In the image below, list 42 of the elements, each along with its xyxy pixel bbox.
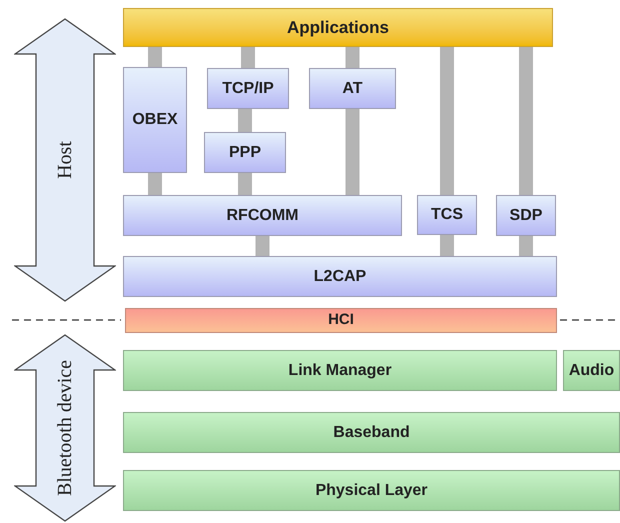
connector-bar [346,109,360,195]
connector-bar [148,47,162,67]
interface-box [125,308,557,333]
protocol-box [496,195,556,236]
connector-bar [519,47,533,195]
protocol-box [309,68,396,109]
layer-label: Audio [568,360,614,380]
connector-bar [346,47,360,68]
layer-label: OBEX [132,110,178,130]
layer-label: Baseband [333,422,410,442]
connector-bar [519,236,533,256]
protocol-box [417,195,477,235]
connector-bar [440,235,454,256]
layer-label: HCI [328,310,354,330]
protocol-box [207,68,289,109]
layer-label: AT [342,78,363,98]
layer-label: Applications [286,16,389,39]
layer-box [123,470,620,511]
layer-box [123,350,557,391]
layer-label: Physical Layer [315,480,428,500]
protocol-box [123,195,402,236]
connector-bar [440,47,454,195]
layer-label: RFCOMM [226,206,298,226]
protocol-box [123,256,557,297]
connector-bar [238,109,252,132]
span-label: Bluetooth device [53,360,77,496]
layer-box [563,350,620,391]
layer-label: TCP/IP [222,78,274,98]
layer-label: PPP [228,142,261,162]
connector-bar [241,47,255,68]
protocol-box [204,132,286,173]
span-label: Host [53,141,77,179]
layer-box [123,8,553,47]
layer-label: L2CAP [314,266,366,286]
connector-bar [148,173,162,195]
connector-bar [238,173,252,195]
protocol-box [123,67,187,173]
layer-label: TCS [431,205,463,225]
layer-label: SDP [510,206,542,226]
connector-bar [256,236,270,256]
layer-box [123,412,620,453]
layer-label: Link Manager [288,360,392,380]
